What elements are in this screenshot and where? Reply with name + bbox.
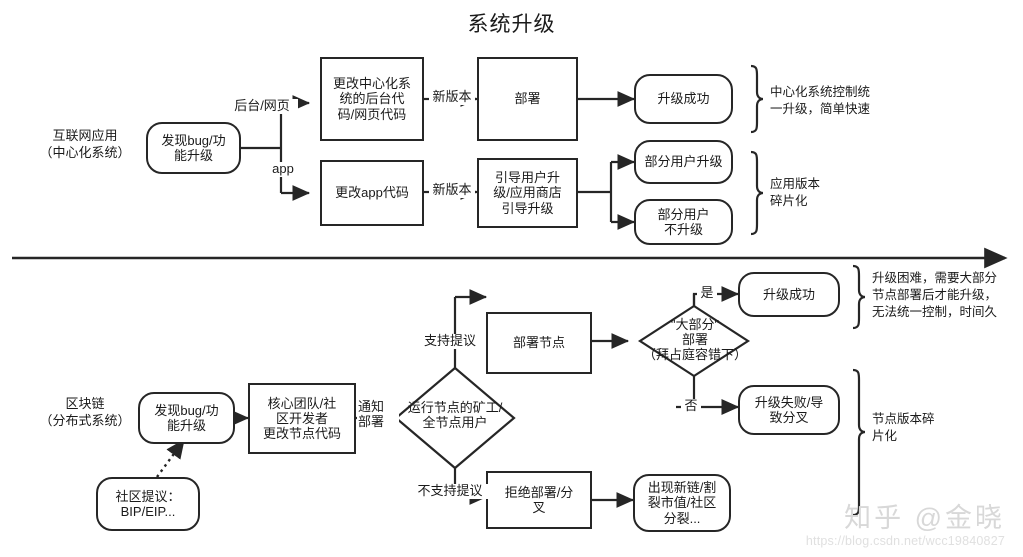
diamond-majority-shape [637, 304, 751, 378]
annotation-centralized-control: 中心化系统控制统 一升级，简单快速 [770, 85, 871, 116]
node-some-users-upgrade[interactable]: 部分用户升级 [634, 140, 733, 184]
brace-node-fragmentation [852, 368, 866, 517]
edge-label-support-proposal: 支持提议 [416, 333, 484, 349]
node-new-chain-split[interactable]: 出现新链/割 裂市值/社区 分裂... [633, 474, 731, 532]
node-community-proposal[interactable]: 社区提议： BIP/EIP... [96, 477, 200, 531]
edge-label-app: app [262, 161, 304, 177]
node-refuse-deploy-fork[interactable]: 拒绝部署/分 叉 [486, 471, 592, 529]
node-deploy-node[interactable]: 部署节点 [486, 312, 592, 374]
edge-label-backend-web: 后台/网页 [226, 98, 298, 114]
brace-centralized [750, 64, 764, 134]
row-label-blockchain: 区块链 （分布式系统） [39, 396, 131, 428]
watermark-url: https://blog.csdn.net/wcc19840827 [805, 534, 1005, 548]
diamond-label-miners: 运行节点的矿工/ 全节点用户 [407, 400, 503, 430]
node-guide-user-upgrade[interactable]: 引导用户升 级/应用商店 引导升级 [477, 158, 578, 228]
edge-label-not-support-proposal: 不支持提议 [409, 483, 491, 499]
diamond-miners-shape [394, 366, 516, 470]
node-some-users-not-upgrade[interactable]: 部分用户 不升级 [634, 199, 733, 245]
node-change-centralized-backend[interactable]: 更改中心化系 统的后台代 码/网页代码 [320, 57, 424, 141]
node-upgrade-fail-fork[interactable]: 升级失败/导 致分叉 [738, 385, 840, 435]
row-label-internet: 互联网应用 （中心化系统） [39, 128, 131, 160]
edge-label-new-version-1: 新版本 [429, 89, 475, 105]
node-upgrade-success-top[interactable]: 升级成功 [634, 74, 733, 124]
node-deploy[interactable]: 部署 [477, 57, 578, 141]
edge-label-yes: 是 [697, 285, 717, 301]
page-title: 系统升级 [467, 13, 556, 36]
brace-app-fragmentation [750, 150, 764, 236]
edge-label-notify-deploy: 通知 部署 [357, 399, 399, 430]
node-find-bug-bottom[interactable]: 发现bug/功 能升级 [138, 392, 235, 444]
watermark-zhihu: 知乎 @金晓 [844, 503, 1005, 533]
brace-upgrade-hard [852, 264, 866, 330]
edge-proposal-findbug [156, 439, 185, 478]
annotation-app-fragmentation: 应用版本 碎片化 [770, 177, 821, 208]
node-change-app-code[interactable]: 更改app代码 [320, 160, 424, 226]
node-upgrade-success-bottom[interactable]: 升级成功 [738, 272, 840, 317]
diamond-label-majority-deploy: "大部分" 部署 （拜占庭容错下） [642, 317, 747, 362]
edge-label-no: 否 [681, 398, 701, 414]
node-find-bug-top[interactable]: 发现bug/功 能升级 [146, 122, 241, 174]
annotation-upgrade-hard: 升级困难，需要大部分 节点部署后才能升级， 无法统一控制，时间久 [872, 271, 998, 319]
edge-label-new-version-2: 新版本 [429, 182, 475, 198]
annotation-node-fragmentation: 节点版本碎 片化 [872, 412, 935, 443]
node-core-team-change-node-code[interactable]: 核心团队/社 区开发者 更改节点代码 [248, 383, 356, 454]
